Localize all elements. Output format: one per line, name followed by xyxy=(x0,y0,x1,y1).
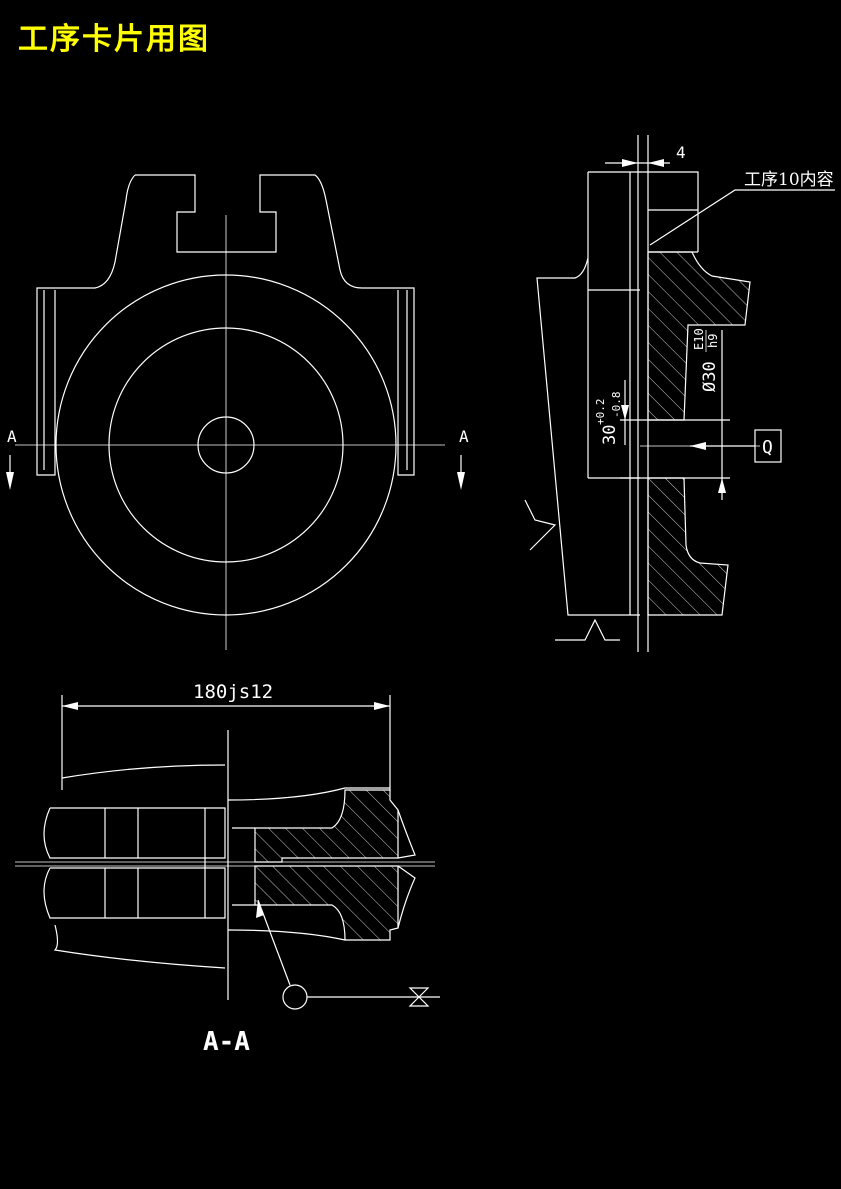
fit-lower: h9 xyxy=(706,334,720,348)
process-note: 工序10内容 xyxy=(744,170,834,190)
dim-30-label: 30 xyxy=(600,425,620,445)
dim-180-label: 180js12 xyxy=(193,681,273,703)
datum-label: Q xyxy=(762,437,773,458)
side-view xyxy=(524,135,835,652)
section-mark-left: A xyxy=(7,427,17,446)
section-label: A-A xyxy=(203,1027,250,1057)
tolerance-upper: +0.2 xyxy=(594,399,607,426)
front-view xyxy=(6,174,465,650)
diameter-label: Ø30 xyxy=(700,361,720,392)
section-view xyxy=(15,695,440,1010)
section-mark-right: A xyxy=(459,427,469,446)
dim-width-label: 4 xyxy=(676,143,686,162)
drawing-title: 工序卡片用图 xyxy=(18,22,210,57)
tolerance-lower: -0.8 xyxy=(610,392,623,419)
fit-upper: E10 xyxy=(692,328,706,350)
